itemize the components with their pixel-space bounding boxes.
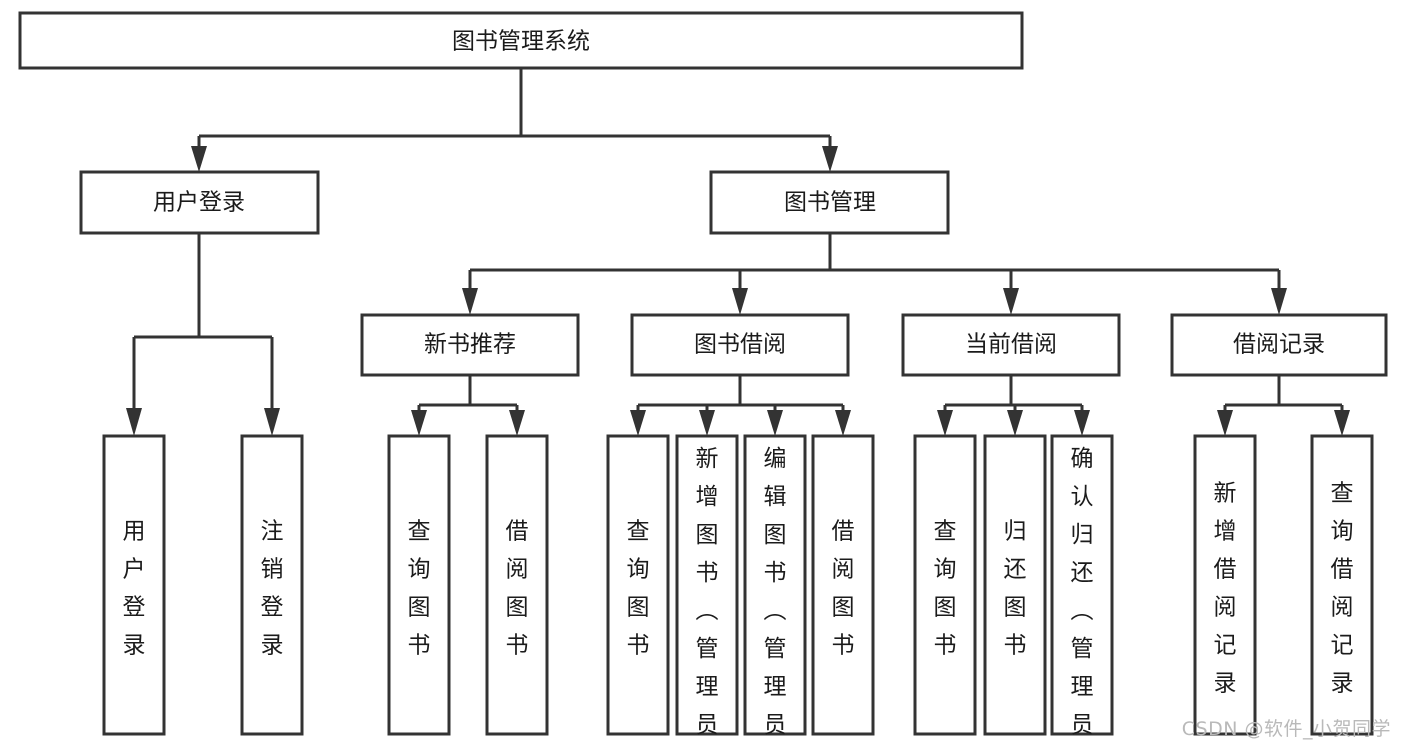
node-leaf-add-book[interactable]: 新增图书︵管理员︶ [675,434,739,747]
node-leaf-borrow-book-2-box[interactable] [811,434,875,736]
node-leaf-query-record-label: 查询借阅记录 [1331,481,1354,697]
arrow-head-leaf-user-logout [264,408,280,436]
node-leaf-return-book-box[interactable] [983,434,1047,736]
node-book-borrow-box[interactable] [630,313,850,377]
node-leaf-edit-book-label: 编辑图书︵管理员︶ [764,446,787,747]
node-leaf-borrow-book-1[interactable]: 借阅图书 [485,434,549,736]
node-leaf-edit-book-box[interactable] [743,434,807,736]
node-new-book-recommend-label: 新书推荐 [424,332,516,358]
node-leaf-query-book-3-box[interactable] [913,434,977,736]
node-leaf-user-login[interactable]: 用户登录 [102,434,166,736]
node-leaf-query-book-2-box[interactable] [606,434,670,736]
node-leaf-user-logout[interactable]: 注销登录 [240,434,304,736]
node-leaf-add-record[interactable]: 新增借阅记录 [1193,434,1257,736]
arrow-head-book-manage [822,146,838,172]
node-current-borrow-box[interactable] [901,313,1121,377]
arrow-head-leaf-borrow-book-2 [835,410,851,436]
node-leaf-add-record-label: 新增借阅记录 [1214,481,1237,697]
arrow-head-new-book-recommend [462,288,478,315]
watermark-text: CSDN @软件_小贺同学 [1181,718,1391,740]
node-leaf-add-record-box[interactable] [1193,434,1257,736]
arrow-head-current-borrow [1003,288,1019,315]
node-leaf-return-book[interactable]: 归还图书 [983,434,1047,736]
node-leaf-edit-book[interactable]: 编辑图书︵管理员︶ [743,434,807,747]
arrow-head-book-borrow [732,288,748,315]
arrow-head-leaf-query-book-3 [937,410,953,436]
arrow-head-leaf-query-record [1334,410,1350,436]
arrow-head-leaf-borrow-book-1 [509,410,525,436]
arrow-head-leaf-query-book-1 [411,410,427,436]
node-book-manage-label: 图书管理 [784,190,876,216]
node-root-label: 图书管理系统 [452,29,590,55]
node-leaf-borrow-book-1-box[interactable] [485,434,549,736]
connector-layer [126,68,1350,436]
arrow-head-leaf-query-book-2 [630,410,646,436]
node-leaf-query-book-3-label: 查询图书 [934,519,957,659]
node-borrow-record[interactable]: 借阅记录 [1170,313,1388,377]
node-leaf-user-login-label: 用户登录 [123,519,146,659]
node-leaf-return-book-label: 归还图书 [1004,519,1027,659]
node-book-borrow[interactable]: 图书借阅 [630,313,850,377]
node-current-borrow[interactable]: 当前借阅 [901,313,1121,377]
node-leaf-confirm-return-label: 确认归还︵管理员︶ [1071,446,1094,747]
arrow-head-leaf-user-login [126,408,142,436]
node-leaf-query-book-1-box[interactable] [387,434,451,736]
node-leaf-borrow-book-2[interactable]: 借阅图书 [811,434,875,736]
node-new-book-recommend-box[interactable] [360,313,580,377]
node-leaf-query-record[interactable]: 查询借阅记录 [1310,434,1374,736]
node-leaf-query-record-box[interactable] [1310,434,1374,736]
node-book-manage[interactable]: 图书管理 [709,170,950,235]
arrow-head-leaf-edit-book [767,410,783,436]
node-borrow-record-label: 借阅记录 [1233,332,1325,358]
node-user-login-box[interactable] [79,170,320,235]
arrow-head-leaf-return-book [1007,410,1023,436]
node-leaf-add-book-box[interactable] [675,434,739,736]
arrow-head-borrow-record [1271,288,1287,315]
node-leaf-user-login-box[interactable] [102,434,166,736]
arrow-head-user-login [191,146,207,172]
node-root[interactable]: 图书管理系统 [18,11,1024,70]
node-current-borrow-label: 当前借阅 [965,332,1057,358]
node-leaf-query-book-1[interactable]: 查询图书 [387,434,451,736]
node-leaf-query-book-2[interactable]: 查询图书 [606,434,670,736]
node-new-book-recommend[interactable]: 新书推荐 [360,313,580,377]
node-leaf-confirm-return[interactable]: 确认归还︵管理员︶ [1050,434,1114,747]
node-borrow-record-box[interactable] [1170,313,1388,377]
node-leaf-confirm-return-box[interactable] [1050,434,1114,736]
node-book-manage-box[interactable] [709,170,950,235]
node-leaf-user-logout-box[interactable] [240,434,304,736]
node-user-login[interactable]: 用户登录 [79,170,320,235]
node-leaf-query-book-3[interactable]: 查询图书 [913,434,977,736]
node-leaf-add-book-label: 新增图书︵管理员︶ [696,446,719,747]
node-user-login-label: 用户登录 [153,190,245,216]
node-leaf-query-book-2-label: 查询图书 [627,519,650,659]
node-leaf-borrow-book-1-label: 借阅图书 [506,519,529,659]
node-leaf-borrow-book-2-label: 借阅图书 [832,519,855,659]
node-leaf-query-book-1-label: 查询图书 [408,519,431,659]
arrow-head-leaf-add-record [1217,410,1233,436]
arrow-head-leaf-add-book [699,410,715,436]
node-root-box[interactable] [18,11,1024,70]
node-leaf-user-logout-label: 注销登录 [261,519,284,659]
arrow-head-leaf-confirm-return [1074,410,1090,436]
node-book-borrow-label: 图书借阅 [694,332,786,358]
